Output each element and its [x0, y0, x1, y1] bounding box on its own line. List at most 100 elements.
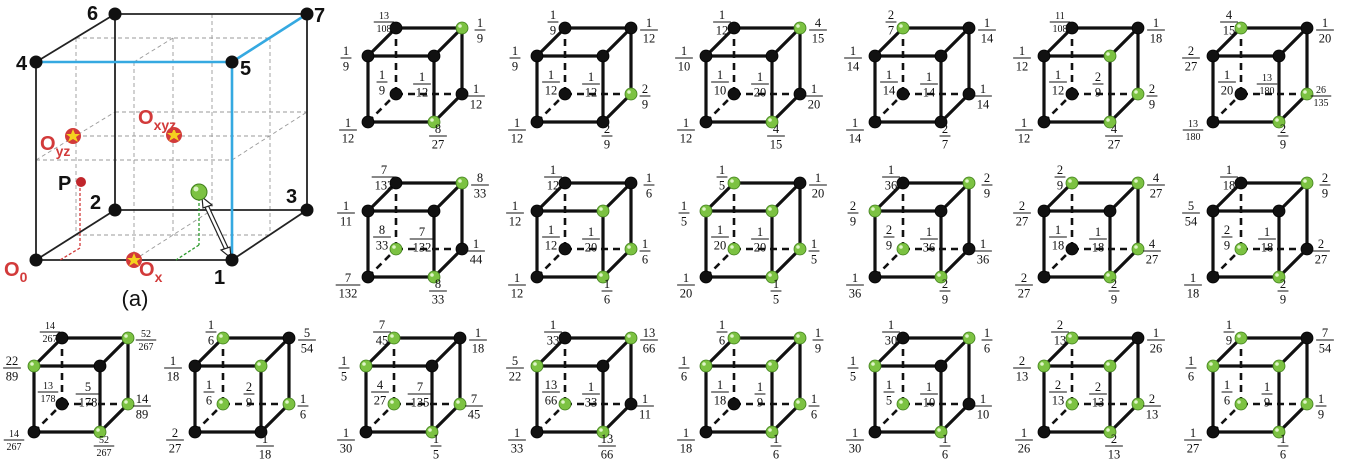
cube-19-vertex-3	[1131, 397, 1145, 411]
cube-17-label-0-numerator: 1	[683, 426, 689, 440]
edge-4-6	[35, 13, 116, 63]
cube-11-vertex-6	[1065, 176, 1079, 190]
cube-20-edge-7	[1277, 402, 1309, 434]
cube-14-vertex-7	[282, 331, 296, 345]
cube-1-label-2-denominator: 9	[379, 84, 385, 98]
cube-14-label-1: 118	[256, 432, 274, 462]
cube-12-label-2: 29	[1221, 223, 1233, 253]
label-vertex-1: 1	[214, 267, 225, 289]
cube-6-label-7-numerator: 1	[1322, 16, 1328, 30]
cube-12-vertex-7	[1300, 176, 1314, 190]
cube-13-edge-5	[98, 336, 130, 368]
cube-8-edge-4	[535, 181, 567, 213]
cube-11-vertex-7	[1131, 176, 1145, 190]
cube-5-hidden-edge-0	[1043, 93, 1073, 123]
cube-7-vertex-4	[361, 204, 375, 218]
cube-14-vertex-5	[254, 359, 268, 373]
cube-13-vertex-5	[93, 359, 107, 373]
cube-13-vertex-7-highlight	[124, 334, 128, 338]
cube-19-label-0-numerator: 1	[1021, 426, 1027, 440]
cube-18-label-0-numerator: 1	[852, 426, 858, 440]
cube-9-vertex-2	[727, 242, 741, 256]
cube-16-vertex-4	[530, 359, 544, 373]
cube-5-label-7: 118	[1147, 16, 1165, 46]
cube-2-label-5-numerator: 1	[588, 70, 594, 84]
cube-5-vertex-0	[1037, 115, 1051, 129]
cube-17-vertex-5	[765, 359, 779, 373]
cube-4-label-7-denominator: 14	[981, 32, 994, 46]
cube-20-label-3: 19	[1315, 392, 1327, 422]
cube-7-label-3-numerator: 1	[473, 237, 479, 251]
cube-8-edge-7	[601, 247, 633, 279]
cube-10-label-0-numerator: 1	[852, 271, 858, 285]
cube-3-label-3: 120	[805, 82, 823, 112]
cube-15-vertex-5	[425, 359, 439, 373]
cube-4-label-4-numerator: 1	[850, 44, 856, 58]
cube-15-label-1-numerator: 1	[433, 432, 439, 446]
cube-20-vertex-0	[1206, 425, 1220, 439]
cube-1-label-5-denominator: 12	[416, 86, 429, 100]
cube-6-label-7-denominator: 20	[1319, 32, 1332, 46]
cube-19-vertex-2	[1065, 397, 1079, 411]
cube-1-label-3-denominator: 12	[470, 98, 483, 112]
cube-7-label-0-numerator: 7	[345, 271, 351, 285]
cube-20-vertex-5-highlight	[1275, 362, 1279, 366]
cube-10-label-0-denominator: 36	[849, 287, 862, 301]
cube-10-label-6-denominator: 36	[885, 179, 898, 193]
cube-9-vertex-6	[727, 176, 741, 190]
cube-19-edge-7	[1108, 402, 1140, 434]
cube-13-label-1-denominator: 267	[97, 448, 112, 459]
cube-8-vertex-2	[558, 242, 572, 256]
cube-17-label-2-numerator: 1	[717, 378, 723, 392]
cube-2-vertex-3-highlight	[627, 90, 631, 94]
cube-17-label-7-numerator: 1	[815, 326, 821, 340]
cube-12-label-6-numerator: 1	[1226, 163, 1232, 177]
cube-10-label-5-numerator: 1	[926, 225, 932, 239]
cube-10-label-7-numerator: 2	[984, 171, 990, 185]
cube-10-edge-5	[939, 181, 971, 213]
cube-19-label-7-numerator: 1	[1153, 326, 1159, 340]
cube-16-vertex-4-highlight	[533, 362, 537, 366]
cube-5-edge-5	[1108, 26, 1140, 58]
cube-8-label-5-numerator: 1	[588, 225, 594, 239]
cube-4-vertex-4	[868, 49, 882, 63]
cube-6-vertex-1-highlight	[1275, 118, 1279, 122]
cube-6-vertex-6-highlight	[1237, 24, 1241, 28]
cube-4-edge-5	[939, 26, 971, 58]
cube-6-label-6-denominator: 15	[1223, 24, 1236, 38]
label-o0: O0	[4, 259, 28, 285]
cube-20-label-1: 16	[1277, 432, 1289, 462]
cube-13-label-6-numerator: 14	[45, 321, 55, 332]
cube-12-label-6: 118	[1220, 163, 1238, 193]
cube-12-vertex-6	[1234, 176, 1248, 190]
cube-9-label-6: 15	[716, 163, 728, 193]
cube-14-label-2: 16	[203, 378, 215, 408]
cube-7-label-4-denominator: 11	[340, 215, 352, 229]
cube-16-label-0-numerator: 1	[514, 426, 520, 440]
cube-9-vertex-0	[699, 270, 713, 284]
cube-8-vertex-5-highlight	[599, 207, 603, 211]
cube-8-label-5: 120	[582, 225, 600, 255]
cube-8-label-5-denominator: 20	[585, 241, 598, 255]
cube-6-label-6-numerator: 4	[1226, 8, 1233, 22]
cube-1-label-7-denominator: 9	[477, 32, 483, 46]
cube-8-label-3-denominator: 6	[642, 253, 648, 267]
ox-star-icon	[127, 253, 141, 266]
cube-1-edge-4	[366, 26, 398, 58]
cube-15-label-3: 745	[465, 392, 483, 422]
cube-9-label-2-numerator: 1	[717, 223, 723, 237]
cube-4-label-5-numerator: 1	[926, 70, 932, 84]
cube-16-vertex-1-highlight	[599, 428, 603, 432]
cube-19-vertex-6-highlight	[1068, 334, 1072, 338]
cube-5-label-5: 29	[1092, 70, 1104, 100]
cube-2-label-4-numerator: 1	[512, 44, 518, 58]
cube-12-vertex-1-highlight	[1275, 273, 1279, 277]
oxyz-star-icon	[167, 128, 181, 141]
cube-7-edge-7	[432, 247, 464, 279]
